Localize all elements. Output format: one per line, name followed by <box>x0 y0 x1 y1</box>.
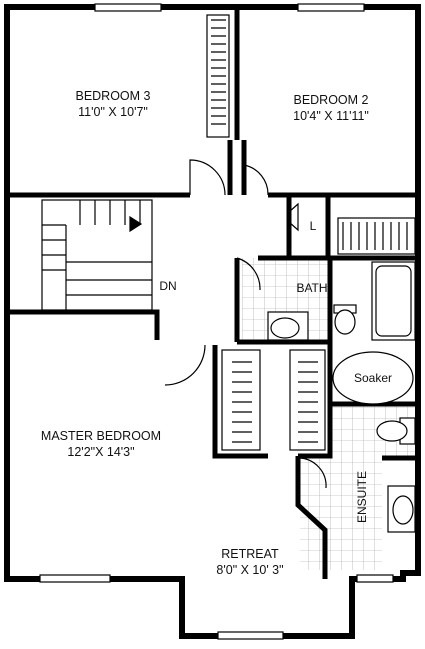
closet-shelving <box>206 14 416 451</box>
interior-walls <box>7 7 418 579</box>
master-bedroom-dimensions: 12'2"X 14'3" <box>67 445 134 459</box>
ensuite-label: ENSUITE <box>355 471 369 523</box>
bath-label: BATH <box>296 281 327 295</box>
stairs-down-label: DN <box>159 279 176 293</box>
bedroom2-name: BEDROOM 2 <box>293 93 368 107</box>
bath-fixtures <box>267 261 416 533</box>
room-labels: BEDROOM 3 11'0" X 10'7" BEDROOM 2 10'4" … <box>41 89 392 577</box>
retreat-dimensions: 8'0" X 10' 3" <box>216 563 283 577</box>
bedroom3-dimensions: 11'0" X 10'7" <box>78 105 148 119</box>
exterior-walls <box>4 4 421 639</box>
master-bedroom-name: MASTER BEDROOM <box>41 429 161 443</box>
retreat-name: RETREAT <box>221 547 279 561</box>
linen-closet-label: L <box>310 219 317 233</box>
bedroom3-name: BEDROOM 3 <box>75 89 150 103</box>
staircase <box>41 199 153 311</box>
windows <box>39 3 394 640</box>
bedroom2-dimensions: 10'4" X 11'11" <box>293 109 369 123</box>
soaker-tub-label: Soaker <box>354 371 392 385</box>
door-swings <box>164 159 327 489</box>
